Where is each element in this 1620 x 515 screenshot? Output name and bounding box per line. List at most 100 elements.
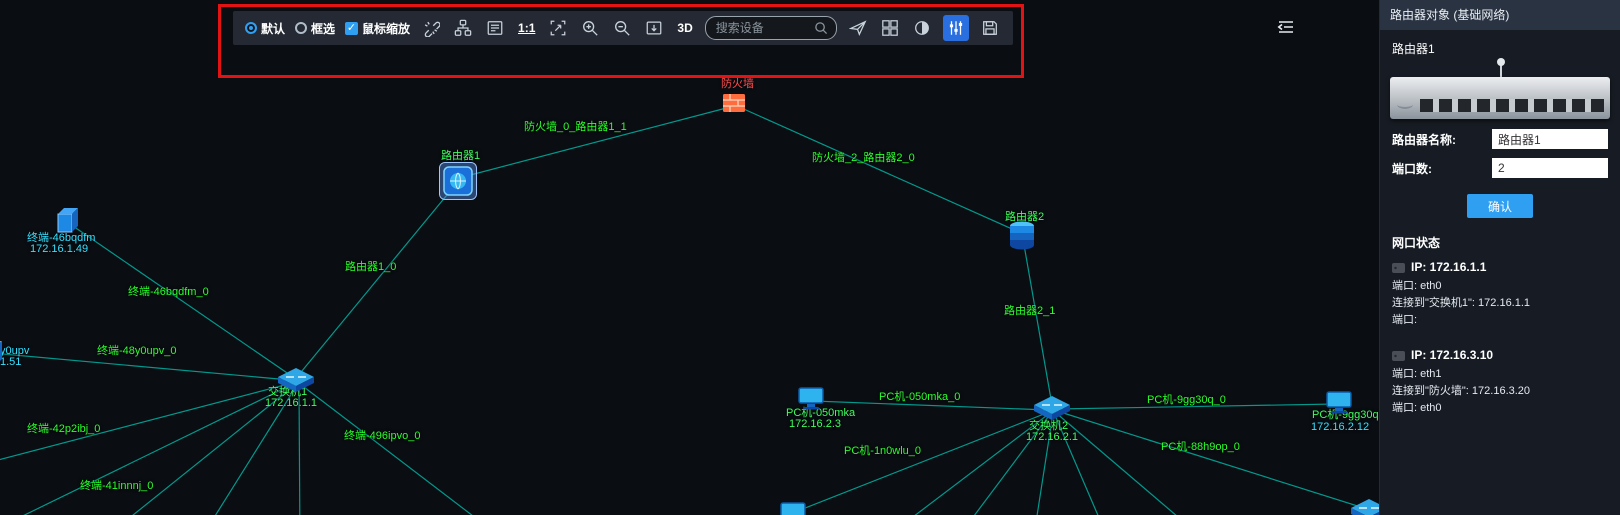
terminal-46bqdfm-node[interactable] <box>55 206 81 234</box>
link-line[interactable] <box>1055 403 1337 410</box>
port-status-item: IP: 172.16.3.10 端口: eth1 连接到"防火墙": 172.1… <box>1392 347 1608 417</box>
link-line[interactable] <box>296 183 457 378</box>
search-icon <box>814 22 827 35</box>
switch1-node[interactable] <box>278 368 314 392</box>
firewall-node[interactable] <box>723 94 745 112</box>
topology-layout-button[interactable] <box>452 17 474 39</box>
pc-icon <box>1326 391 1352 419</box>
send-button[interactable] <box>847 17 869 39</box>
link-line[interactable] <box>92 384 296 515</box>
zoom-in-button[interactable] <box>579 17 601 39</box>
zoom-1to1-button[interactable]: 1:1 <box>516 19 537 37</box>
unlink-icon <box>424 21 441 37</box>
link-line[interactable] <box>69 223 294 378</box>
link-line[interactable] <box>0 383 294 515</box>
device-name: 路由器1 <box>1392 42 1435 56</box>
link-line[interactable] <box>1054 411 1205 515</box>
link-line[interactable] <box>458 105 735 179</box>
radio-selected-icon <box>245 22 257 34</box>
grid-view-button[interactable] <box>879 17 901 39</box>
pc-9gg30q-node[interactable] <box>1326 391 1352 415</box>
save-icon <box>982 21 997 35</box>
confirm-button[interactable]: 确认 <box>1467 194 1533 218</box>
router-name-input[interactable] <box>1492 129 1608 149</box>
zoom-out-button[interactable] <box>611 17 633 39</box>
port-name: 端口: eth1 <box>1392 368 1442 380</box>
router-name-label: 路由器名称: <box>1392 132 1456 147</box>
port-status-item: IP: 172.16.1.1 端口: eth0 连接到"交换机1": 172.1… <box>1392 259 1608 329</box>
edge-layer <box>0 105 1368 515</box>
link-line[interactable] <box>736 105 1022 234</box>
port-name: 端口: eth0 <box>1392 280 1442 292</box>
router_stack-icon <box>1008 221 1036 255</box>
radio-unselected-icon <box>295 22 308 34</box>
link-line[interactable] <box>1056 410 1368 510</box>
firewall-icon <box>723 94 745 116</box>
terminal-48y0upv-node[interactable] <box>0 339 5 367</box>
paper-plane-icon <box>848 20 867 36</box>
link-line[interactable] <box>1053 412 1112 515</box>
switch-icon <box>278 368 314 396</box>
properties-panel: 路由器对象 (基础网络) 路由器1 路由器名称: 端口数: 确认 网口状态 IP… <box>1379 0 1620 515</box>
node-bottom-right[interactable] <box>1351 499 1380 515</box>
canvas-toolbar: 默认 框选 ✓ 鼠标缩放 1:1 <box>233 11 1013 45</box>
router-image <box>1390 58 1610 119</box>
screenshot-button[interactable] <box>643 17 665 39</box>
align-panel-button[interactable] <box>484 17 506 39</box>
checkbox-checked-icon: ✓ <box>345 21 359 35</box>
port-ip: IP: 172.16.3.10 <box>1411 348 1494 362</box>
port-connected-to: 连接到"交换机1": 172.16.1.1 <box>1392 297 1531 309</box>
link-line[interactable] <box>1022 238 1053 406</box>
switch-icon <box>1034 396 1070 424</box>
link-line[interactable] <box>0 382 293 470</box>
save-button[interactable] <box>979 17 1001 39</box>
filter-settings-button[interactable] <box>942 15 969 41</box>
radio-default-label: 默认 <box>261 21 286 36</box>
router2-node[interactable] <box>1008 221 1036 251</box>
link-line[interactable] <box>299 383 515 515</box>
link-line[interactable] <box>794 411 1050 513</box>
pc-bottom-node[interactable] <box>780 502 806 515</box>
router-ports-row <box>1420 99 1604 112</box>
device-search-box <box>704 16 837 40</box>
search-input[interactable] <box>713 20 814 36</box>
grid-icon <box>881 20 898 36</box>
unlink-button[interactable] <box>420 17 442 39</box>
contrast-button[interactable] <box>911 17 933 39</box>
switch2-node[interactable] <box>1034 396 1070 420</box>
hierarchy-icon <box>454 19 472 36</box>
pc-icon <box>780 502 806 515</box>
link-line[interactable] <box>195 384 298 515</box>
link-line[interactable] <box>950 412 1052 515</box>
link-line[interactable] <box>0 353 291 381</box>
router1-node[interactable] <box>439 162 477 200</box>
view-3d-button[interactable]: 3D <box>675 19 694 37</box>
device-mini-icon <box>1392 350 1405 361</box>
panel-lines-icon <box>487 21 503 35</box>
port-status-title: 网口状态 <box>1392 236 1441 250</box>
one-to-one-label: 1:1 <box>518 21 536 35</box>
link-line[interactable] <box>872 412 1051 515</box>
link-line[interactable] <box>1032 412 1054 515</box>
panel-toggle-button[interactable] <box>1276 17 1296 42</box>
device-mini-icon <box>1392 262 1405 273</box>
screenshot-icon <box>647 21 662 35</box>
router-brand-mark <box>1397 100 1413 109</box>
link-line[interactable] <box>812 400 1049 411</box>
pc-icon <box>798 387 824 415</box>
radio-default[interactable]: 默认 <box>245 20 285 37</box>
three-d-label: 3D <box>677 21 693 35</box>
switch-icon <box>1351 499 1380 515</box>
sliders-icon <box>949 21 962 35</box>
fit-screen-button[interactable] <box>547 17 569 39</box>
port-count-input[interactable] <box>1492 158 1608 178</box>
router-icon <box>443 166 473 200</box>
radio-marquee-select[interactable]: 框选 <box>295 20 335 37</box>
terminal-icon <box>55 208 81 238</box>
checkbox-mouse-zoom[interactable]: ✓ 鼠标缩放 <box>345 20 410 37</box>
link-line[interactable] <box>298 384 301 515</box>
pc-050mka-node[interactable] <box>798 387 824 411</box>
peer-port-name: 端口: eth0 <box>1392 402 1442 414</box>
